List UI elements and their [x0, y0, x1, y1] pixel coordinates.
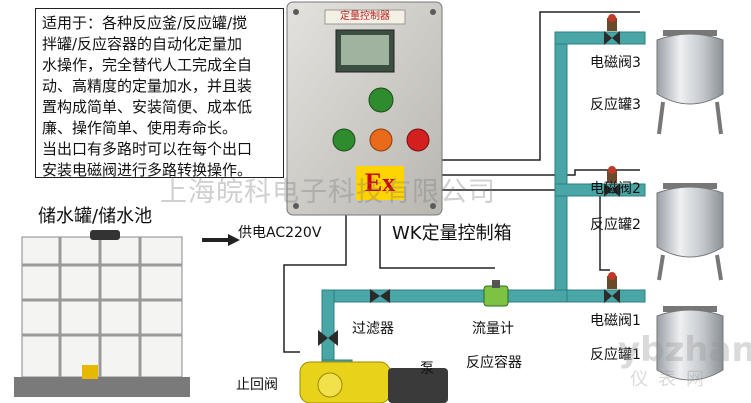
vessel-label: 反应容器 — [466, 355, 522, 371]
description-line: 适用于：各种反应釜/反应罐/搅 — [42, 14, 248, 32]
check-valve-label: 止回阀 — [236, 377, 278, 393]
reactor-tank-1-icon — [656, 306, 724, 381]
flowmeter-icon — [483, 280, 509, 307]
tank3-label: 反应罐3 — [590, 97, 641, 113]
ex-mark: Ex — [356, 166, 404, 200]
valve1-label: 电磁阀1 — [590, 313, 641, 329]
control-box-icon — [286, 1, 443, 216]
wiring-lines — [283, 11, 640, 353]
description-line: 拌罐/反应容器的自动化定量加 — [42, 35, 243, 53]
description-line: 当出口有多路时可以在每个出口 — [42, 140, 253, 158]
storage-tank-label: 储水罐/储水池 — [38, 206, 153, 227]
power-label: 供电AC220V — [238, 225, 322, 241]
description-box: 适用于：各种反应釜/反应罐/搅 拌罐/反应容器的自动化定量加 水操作，完全替代人… — [35, 8, 284, 178]
solenoid-valve-icons — [604, 14, 620, 303]
tank2-label: 反应罐2 — [590, 217, 641, 233]
company-watermark: 上海皖科电子科技有限公司 — [160, 177, 496, 208]
filter-icon — [370, 289, 390, 303]
reactor-tank-2-icon — [656, 183, 724, 281]
description-line: 置构成简单、安装简便、成本低 — [42, 98, 253, 116]
description-line: 廉、操作简单、使用寿命长。 — [42, 119, 238, 137]
description-line: 水操作，完全替代人工完成全自 — [42, 56, 253, 74]
pump-icon — [299, 361, 448, 403]
site-watermark: ybzhan — [618, 330, 751, 370]
valve3-label: 电磁阀3 — [590, 55, 641, 71]
reactor-tank-3-icon — [656, 30, 724, 135]
description-line: 动、高精度的定量加水，并且装 — [42, 77, 253, 95]
tank1-label: 反应罐1 — [590, 347, 641, 363]
power-arrow — [202, 234, 240, 246]
pump-label: 泵 — [420, 361, 434, 377]
check-valve-icon — [318, 330, 338, 346]
site-cn-watermark: 仪表网 — [630, 369, 714, 390]
valve2-label: 电磁阀2 — [590, 181, 641, 197]
control-box-nameplate: 定量控制器 — [340, 11, 390, 22]
storage-tank-icon — [14, 230, 190, 397]
description-line: 安装电磁阀进行多路转换操作。 — [42, 161, 253, 178]
controller-label: WK定量控制箱 — [392, 223, 512, 244]
flowmeter-label: 流量计 — [472, 321, 514, 337]
filter-label: 过滤器 — [352, 321, 394, 337]
